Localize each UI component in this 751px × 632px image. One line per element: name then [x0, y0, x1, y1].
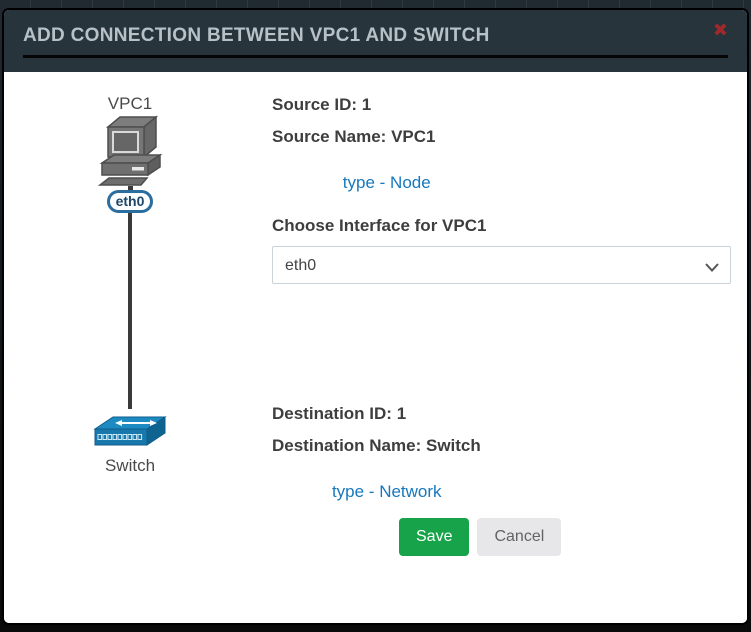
modal-body: VPC1 eth0 — [4, 72, 747, 623]
destination-name-value: Switch — [425, 436, 481, 455]
connection-form: Source ID: 1 Source Name: VPC1 type - No… — [272, 94, 731, 556]
interface-label: Choose Interface for VPC1 — [272, 216, 487, 235]
source-type-text: type - Node — [342, 173, 431, 192]
source-id-value: 1 — [361, 95, 372, 114]
modal-title: ADD CONNECTION BETWEEN VPC1 AND SWITCH — [23, 25, 728, 58]
connection-diagram: VPC1 eth0 — [64, 93, 196, 476]
save-button[interactable]: Save — [399, 518, 470, 556]
add-connection-modal: ADD CONNECTION BETWEEN VPC1 AND SWITCH ✖… — [2, 8, 749, 625]
close-button[interactable]: ✖ — [713, 22, 728, 40]
destination-type-text: type - Network — [331, 482, 442, 501]
interface-select[interactable]: eth0 — [272, 246, 731, 284]
source-id-label: Source ID: — [272, 95, 358, 114]
source-name: Source Name: VPC1 — [272, 126, 731, 147]
destination-id-value: 1 — [396, 404, 407, 423]
connection-line-stub — [127, 186, 133, 192]
source-name-value: VPC1 — [391, 127, 436, 146]
action-buttons: Save Cancel — [272, 518, 731, 556]
modal-header: ADD CONNECTION BETWEEN VPC1 AND SWITCH ✖ — [4, 10, 747, 72]
source-node-label: VPC1 — [107, 94, 153, 113]
close-icon: ✖ — [712, 20, 728, 41]
interface-badge: eth0 — [106, 190, 154, 213]
destination-name-label: Destination Name: — [272, 436, 422, 455]
source-id: Source ID: 1 — [272, 94, 731, 115]
cancel-button[interactable]: Cancel — [477, 518, 562, 556]
destination-name: Destination Name: Switch — [272, 435, 731, 456]
destination-id-label: Destination ID: — [272, 404, 392, 423]
source-name-label: Source Name: — [272, 127, 387, 146]
destination-id: Destination ID: 1 — [272, 403, 731, 424]
destination-node-label: Switch — [104, 456, 156, 475]
interface-select-wrap: eth0 — [272, 246, 731, 284]
connection-line — [128, 213, 132, 409]
computer-icon — [97, 114, 163, 186]
destination-block: Destination ID: 1 Destination Name: Swit… — [272, 403, 731, 556]
switch-icon — [93, 409, 167, 455]
